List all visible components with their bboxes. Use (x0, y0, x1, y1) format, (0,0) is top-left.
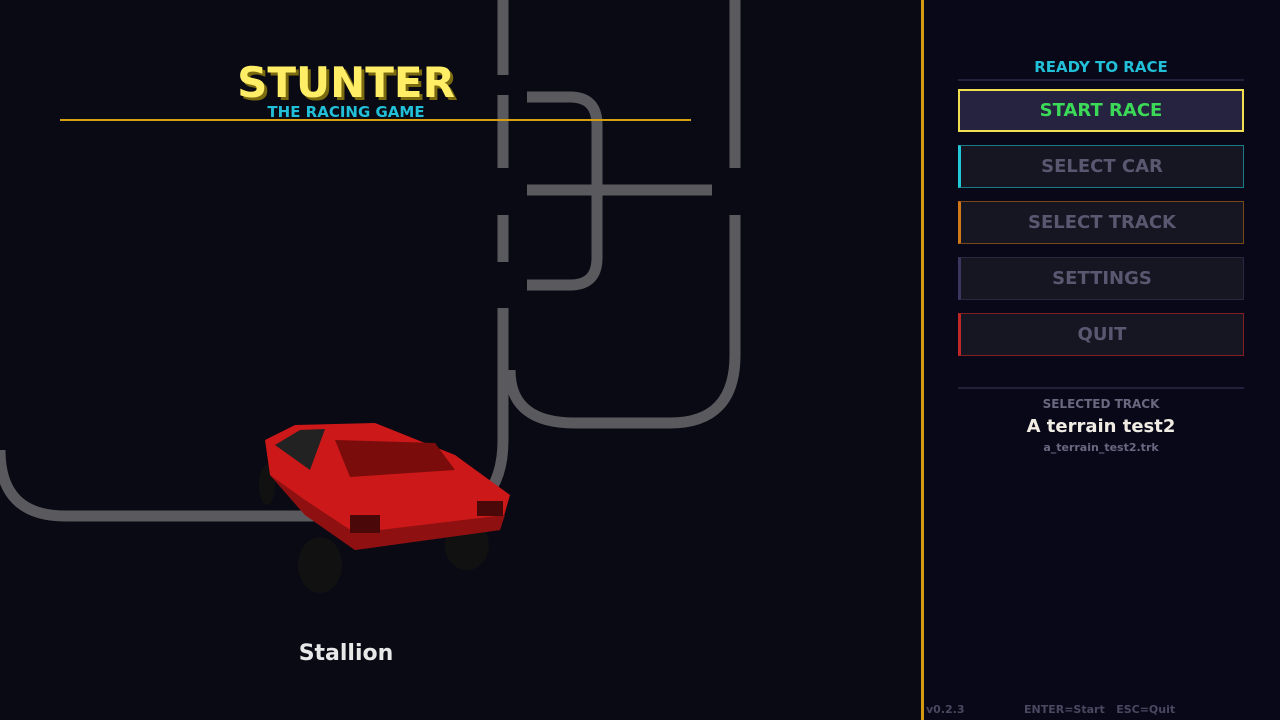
selected-track-file: a_terrain_test2.trk (1043, 441, 1159, 454)
start-race-button[interactable]: START RACE (958, 89, 1244, 132)
car-name: Stallion (298, 641, 394, 666)
track-segment (527, 91, 712, 291)
divider (958, 79, 1244, 81)
track-segment (504, 0, 741, 429)
selected-track-name: A terrain test2 (1026, 416, 1176, 437)
selected-track-label: SELECTED TRACK (1042, 397, 1160, 411)
track-preview-scene: STUNTER THE RACING GAME Stallion (0, 0, 741, 666)
track-segment (0, 0, 509, 522)
title-divider (60, 119, 691, 121)
game-title: STUNTER (237, 58, 455, 107)
status-text: READY TO RACE (1034, 58, 1168, 76)
car-model (259, 423, 510, 593)
settings-button[interactable]: SETTINGS (958, 257, 1244, 300)
quit-button[interactable]: QUIT (958, 313, 1244, 356)
key-hints: ENTER=Start ESC=Quit (1024, 703, 1176, 716)
game-subtitle: THE RACING GAME (267, 103, 425, 121)
divider (958, 387, 1244, 389)
select-track-button[interactable]: SELECT TRACK (958, 201, 1244, 244)
version-label: v0.2.3 (926, 703, 965, 716)
panel-divider (921, 0, 924, 720)
track-layout (0, 0, 741, 522)
select-car-button[interactable]: SELECT CAR (958, 145, 1244, 188)
